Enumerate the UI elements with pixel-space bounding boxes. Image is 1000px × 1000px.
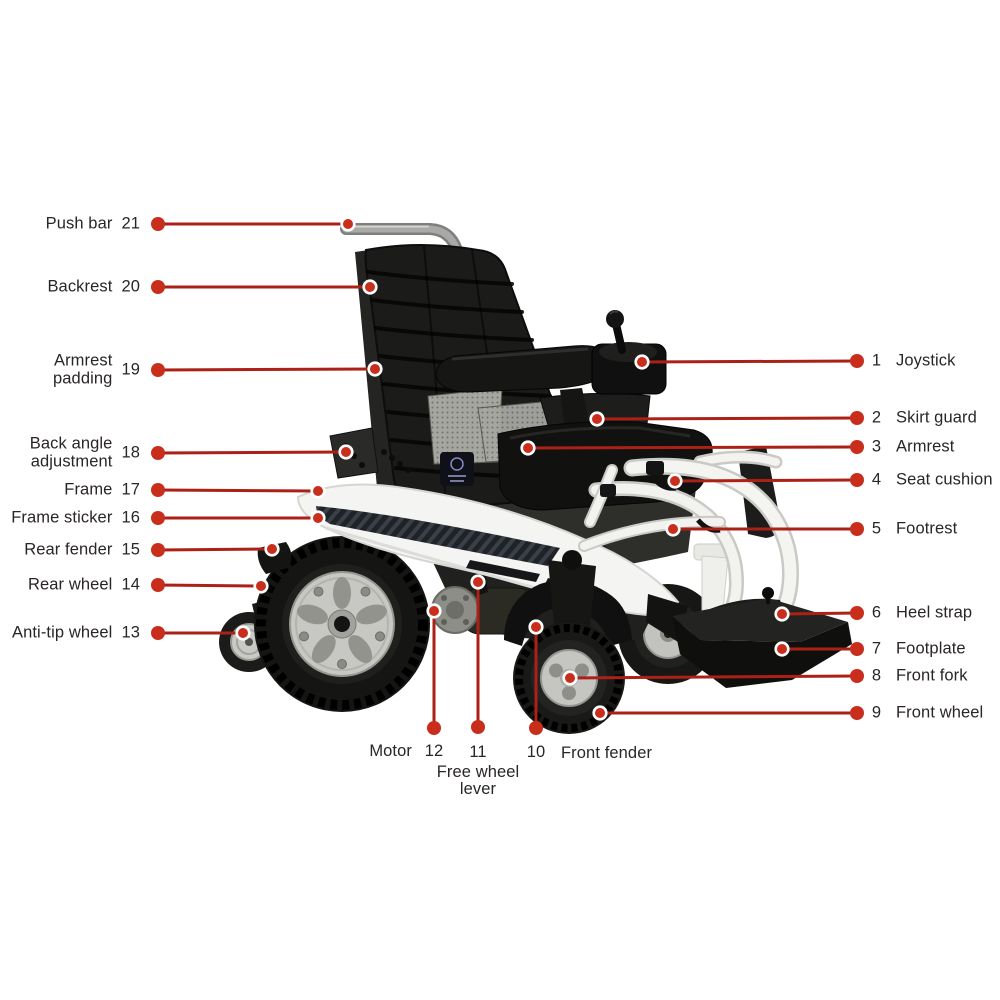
anchor-dot-footrest bbox=[665, 521, 681, 537]
anchor-dot-frame-sticker bbox=[310, 510, 326, 526]
anchor-dot-motor bbox=[426, 603, 442, 619]
label-dot-footrest bbox=[850, 522, 864, 536]
leader-line-frame bbox=[157, 488, 319, 493]
footplate bbox=[672, 598, 852, 688]
label-dot-front-wheel bbox=[850, 706, 864, 720]
rear-wheel bbox=[254, 536, 430, 712]
label-dot-anti-tip-wheel bbox=[151, 626, 165, 640]
anchor-dot-seat-cushion bbox=[667, 473, 683, 489]
brand-sticker bbox=[440, 452, 474, 486]
anchor-dot-back-angle-adjustment bbox=[338, 444, 354, 460]
label-dot-motor bbox=[427, 721, 441, 735]
anchor-dot-push-bar bbox=[340, 216, 356, 232]
label-dot-footplate bbox=[850, 642, 864, 656]
leader-line-back-angle-adjustment bbox=[157, 450, 347, 455]
anchor-dot-armrest-padding bbox=[367, 361, 383, 377]
anchor-dot-joystick bbox=[634, 354, 650, 370]
leader-line-heel-strap bbox=[781, 611, 858, 616]
leader-line-seat-cushion bbox=[674, 478, 858, 483]
anchor-dot-front-wheel bbox=[592, 705, 608, 721]
anchor-dot-front-fork bbox=[562, 670, 578, 686]
label-dot-frame bbox=[151, 483, 165, 497]
label-dot-push-bar bbox=[151, 217, 165, 231]
leader-line-armrest bbox=[527, 445, 858, 450]
label-dot-seat-cushion bbox=[850, 473, 864, 487]
label-dot-rear-wheel bbox=[151, 578, 165, 592]
anchor-dot-skirt-guard bbox=[589, 411, 605, 427]
leader-line-armrest-padding bbox=[157, 367, 376, 372]
anchor-dot-frame bbox=[310, 483, 326, 499]
anchor-dot-free-wheel-lever bbox=[470, 574, 486, 590]
anchor-dot-heel-strap bbox=[774, 606, 790, 622]
label-dot-joystick bbox=[850, 354, 864, 368]
anchor-dot-armrest bbox=[520, 440, 536, 456]
label-dot-rear-fender bbox=[151, 543, 165, 557]
label-dot-armrest bbox=[850, 440, 864, 454]
frame-sticker bbox=[316, 506, 560, 566]
anchor-dot-rear-wheel bbox=[253, 578, 269, 594]
anchor-dot-front-fender bbox=[528, 619, 544, 635]
label-dot-backrest bbox=[151, 280, 165, 294]
label-dot-front-fender bbox=[529, 721, 543, 735]
label-dot-skirt-guard bbox=[850, 411, 864, 425]
tube-clamps bbox=[600, 461, 721, 533]
footrest-upper-tube-highlight bbox=[696, 453, 780, 466]
anchor-dot-rear-fender bbox=[264, 541, 280, 557]
label-dot-armrest-padding bbox=[151, 363, 165, 377]
label-dot-front-fork bbox=[850, 669, 864, 683]
label-dot-free-wheel-lever bbox=[471, 720, 485, 734]
anchor-dot-backrest bbox=[362, 279, 378, 295]
front-fender bbox=[504, 580, 632, 646]
anchor-dot-anti-tip-wheel bbox=[235, 625, 251, 641]
leader-line-joystick bbox=[641, 359, 858, 364]
leader-line-rear-fender bbox=[157, 547, 273, 552]
adjustment-knob bbox=[762, 587, 774, 604]
label-dot-heel-strap bbox=[850, 606, 864, 620]
label-dot-back-angle-adjustment bbox=[151, 446, 165, 460]
leader-line-skirt-guard bbox=[596, 416, 858, 421]
leader-line-rear-wheel bbox=[157, 583, 262, 588]
anchor-dot-footplate bbox=[774, 641, 790, 657]
leader-line-front-fork bbox=[569, 674, 858, 680]
label-dot-frame-sticker bbox=[151, 511, 165, 525]
